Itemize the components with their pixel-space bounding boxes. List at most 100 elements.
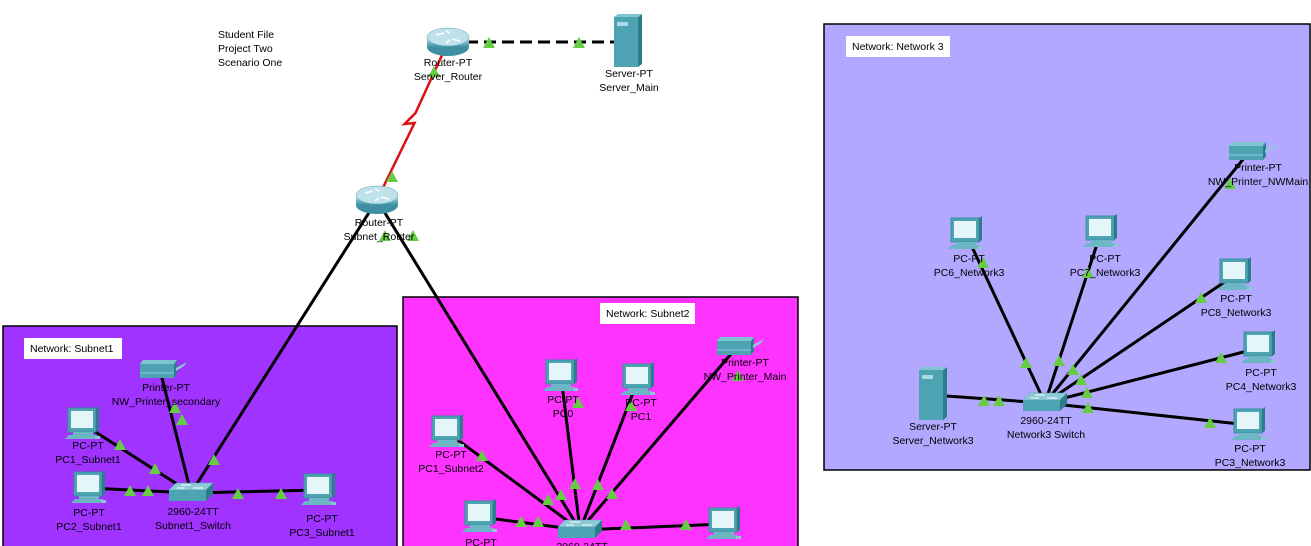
link-pc1_subnet1-subnet1_switch[interactable] [82, 422, 192, 495]
device-name-label: PC3_Network3 [1215, 457, 1286, 469]
network-label-box: Network: Network 3 [846, 36, 950, 57]
port-status-up-icon [124, 485, 136, 496]
port-status-up-icon [407, 230, 419, 241]
port-status-up-icon [483, 37, 495, 48]
printer-icon [717, 337, 764, 355]
note-line: Student File [218, 29, 274, 41]
port-status-up-icon [978, 395, 990, 406]
port-status-up-icon [386, 171, 398, 182]
device-name-label: PC6_Network3 [934, 267, 1005, 279]
port-status-up-icon [1082, 267, 1094, 278]
port-status-up-icon [476, 450, 488, 461]
device-pc-subnet2-bl[interactable]: PC-PT [462, 499, 497, 546]
port-status-up-icon [1224, 178, 1236, 189]
port-status-up-icon [169, 402, 181, 413]
note-line: Scenario One [218, 57, 282, 69]
device-model-label: Printer-PT [142, 382, 190, 394]
port-status-up-icon [977, 257, 989, 268]
pc-icon [462, 499, 497, 532]
link-pc_subnet2_br-subnet2_switch[interactable] [579, 522, 725, 532]
port-status-up-icon [625, 400, 637, 411]
device-model-label: PC-PT [306, 513, 338, 525]
network-label: Network: Network 3 [852, 41, 944, 53]
device-model-label: 2960-24TT [1020, 415, 1072, 427]
port-status-up-icon [379, 230, 391, 241]
network-label-box: Network: Subnet1 [24, 338, 122, 359]
device-model-label: PC-PT [547, 394, 579, 406]
pc-icon [948, 216, 983, 249]
device-pc-subnet2-br[interactable] [706, 506, 741, 539]
device-model-label: 2960-24TT [167, 506, 219, 518]
device-model-label: Server-PT [909, 421, 957, 433]
port-status-up-icon [1204, 417, 1216, 428]
port-status-up-icon [176, 414, 188, 425]
port-status-up-icon [208, 454, 220, 465]
port-status-up-icon [1081, 387, 1093, 398]
pc-icon [71, 470, 106, 503]
device-name-label: PC7_Network3 [1070, 267, 1141, 279]
device-name-label: Server_Main [599, 82, 659, 94]
device-subnet1-switch[interactable]: 2960-24TT Subnet1_Switch [155, 482, 231, 532]
port-status-up-icon [1075, 374, 1087, 385]
link-pc3_network3-network3_switch[interactable] [1044, 401, 1250, 427]
port-status-up-icon [1195, 292, 1207, 303]
port-status-up-icon [732, 370, 744, 381]
link-subnet_router-subnet1_switch[interactable] [189, 199, 379, 494]
link-pc7_network3-network3_switch[interactable] [1043, 231, 1103, 404]
link-pc1_subnet2-subnet2_switch[interactable] [446, 430, 581, 532]
link-server_router-subnet_router[interactable] [375, 41, 450, 201]
device-model-label: PC-PT [1220, 293, 1252, 305]
pc-icon [65, 406, 100, 439]
pc-icon [706, 506, 741, 539]
device-model-label: Router-PT [424, 57, 473, 69]
link-printer_nwmain-network3_switch[interactable] [1043, 151, 1251, 404]
port-status-up-icon [569, 478, 581, 489]
port-status-up-icon [1053, 355, 1065, 366]
device-name-label: PC8_Network3 [1201, 307, 1272, 319]
device-name-label: Subnet_Router [344, 231, 415, 243]
router-icon [355, 185, 399, 214]
port-status-up-icon [1215, 352, 1227, 363]
device-name-label: PC2_Subnet1 [56, 521, 122, 533]
link-printer_main-subnet2_switch[interactable] [578, 346, 739, 531]
device-name-label: NW_Printer_NWMain [1208, 176, 1309, 188]
device-name-label: Subnet1_Switch [155, 520, 231, 532]
port-status-up-icon [573, 37, 585, 48]
link-subnet_router-subnet2_switch[interactable] [375, 199, 582, 531]
router-icon [426, 27, 470, 56]
port-status-up-icon [572, 397, 584, 408]
link-pc6_network3-network3_switch[interactable] [964, 233, 1047, 404]
link-pc0-subnet2_switch[interactable] [559, 375, 582, 531]
port-status-up-icon [555, 489, 567, 500]
port-status-up-icon [993, 395, 1005, 406]
port-status-up-icon [620, 519, 632, 530]
network-label: Network: Subnet2 [606, 308, 690, 320]
port-status-up-icon [680, 519, 692, 530]
switch-icon [168, 482, 214, 501]
device-model-label: PC-PT [73, 507, 105, 519]
device-subnet2-switch[interactable]: 2960-24TT [556, 519, 608, 546]
device-pc8-network3[interactable]: PC-PT PC8_Network3 [1201, 257, 1272, 319]
device-pc2-subnet1[interactable]: PC-PT PC2_Subnet1 [56, 470, 122, 533]
link-printer_secondary-subnet1_switch[interactable] [158, 369, 193, 494]
device-model-label: Printer-PT [721, 357, 769, 369]
